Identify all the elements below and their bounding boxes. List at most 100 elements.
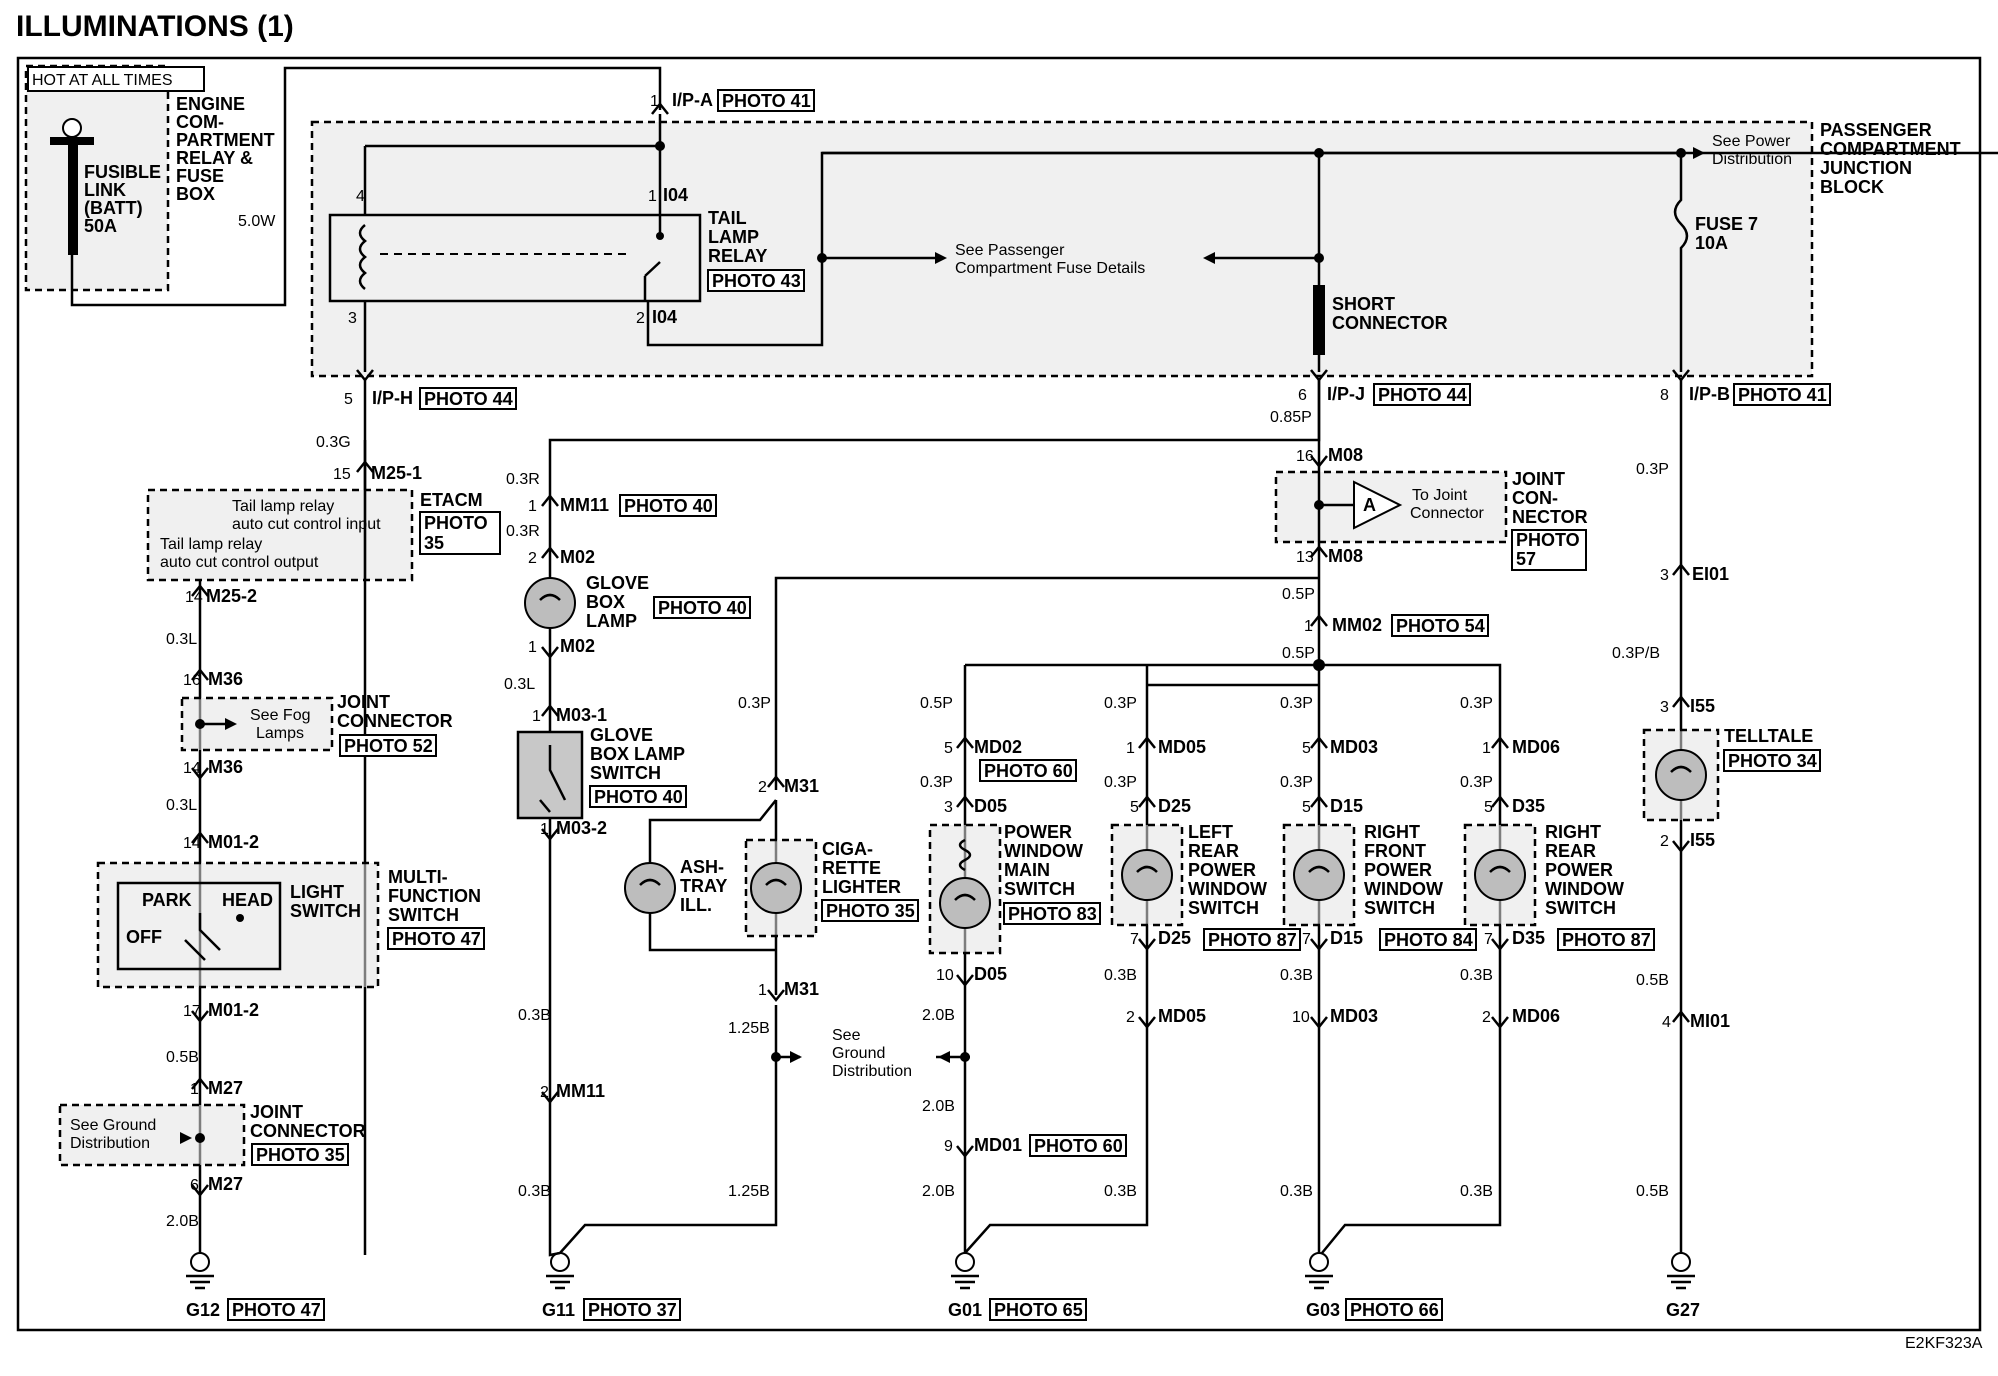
pin-label: 5 bbox=[1130, 799, 1139, 816]
joint-connector-m27 bbox=[58, 1103, 246, 1167]
pw-rr-label: RIGHT bbox=[1545, 822, 1601, 842]
pw-lr-label: POWER bbox=[1188, 860, 1256, 880]
connector-label: M27 bbox=[208, 1078, 243, 1098]
switch-contact bbox=[236, 914, 244, 922]
splice-dot bbox=[195, 1133, 205, 1143]
lighter-branch: 0.3P 2 M31 ASH- TRAY ILL. CIGA- RETTE LI… bbox=[624, 576, 1319, 1200]
ground-photo: PHOTO 47 bbox=[227, 1298, 325, 1321]
connector-label: M31 bbox=[784, 979, 819, 999]
diagram-frame bbox=[16, 56, 1982, 1332]
connector-chevrons bbox=[191, 455, 1690, 1198]
glove-box-lamp-icon[interactable] bbox=[524, 577, 576, 629]
pw-lr-lamp-icon[interactable] bbox=[1121, 849, 1173, 901]
connector-label: MD03 bbox=[1330, 1006, 1378, 1026]
wire-label: 0.5P bbox=[920, 695, 953, 712]
tail-lamp-relay-box[interactable] bbox=[328, 213, 702, 303]
lighter-photo: PHOTO 35 bbox=[821, 899, 919, 922]
fusible-link-body bbox=[68, 145, 78, 255]
lighter-photo-text: PHOTO 35 bbox=[826, 901, 915, 921]
wire-label: 0.3L bbox=[504, 676, 535, 693]
pw-lr-label: LEFT bbox=[1188, 822, 1233, 842]
ground-icon bbox=[951, 1252, 979, 1290]
pw-rr-label: POWER bbox=[1545, 860, 1613, 880]
pw-main-label: SWITCH bbox=[1004, 879, 1075, 899]
relay-connector-bottom: I04 bbox=[652, 307, 677, 327]
pw-rf-lamp-icon[interactable] bbox=[1293, 849, 1345, 901]
pw-rr-lamp-icon[interactable] bbox=[1474, 849, 1526, 901]
glove-switch-label: SWITCH bbox=[590, 763, 661, 783]
mm11-photo: PHOTO 40 bbox=[619, 494, 717, 517]
connector-label: M36 bbox=[208, 757, 243, 777]
relay-pin-4: 4 bbox=[356, 188, 365, 205]
short-connector-icon bbox=[1313, 285, 1325, 355]
pin-label: 2 bbox=[1482, 1009, 1491, 1026]
pw-rf-photo-text: PHOTO 84 bbox=[1384, 930, 1473, 950]
engine-box-line: ENGINE bbox=[176, 94, 245, 114]
resistor-icon bbox=[958, 838, 972, 872]
joint-connector-label: CONNECTOR bbox=[250, 1121, 366, 1141]
connector-label: EI01 bbox=[1692, 564, 1729, 584]
ground-icon bbox=[1305, 1252, 1333, 1290]
wire-label: 0.3B bbox=[518, 1183, 551, 1200]
telltale-label: TELLTALE bbox=[1724, 726, 1813, 746]
ashtray-lamp-icon[interactable] bbox=[624, 862, 676, 914]
jc-photo-text: PHOTO 52 bbox=[344, 736, 433, 756]
fusible-link-line: (BATT) bbox=[84, 198, 143, 218]
glove-box-switch[interactable] bbox=[516, 730, 584, 820]
pw-main-lamp-icon[interactable] bbox=[939, 877, 991, 929]
connector-label: MM11 bbox=[560, 495, 609, 515]
etacm-output: auto cut control output bbox=[160, 554, 319, 571]
pin-label: 5 bbox=[1302, 799, 1311, 816]
connector-label: I55 bbox=[1690, 830, 1715, 850]
arrow-right-icon bbox=[1693, 147, 1705, 159]
glove-switch-label: BOX LAMP bbox=[590, 744, 685, 764]
joint-m08: 0.85P 16 M08 A To Joint Connector JOINT … bbox=[963, 380, 1588, 755]
tail-relay-photo-text: PHOTO 43 bbox=[712, 271, 801, 291]
ground-photo-text: PHOTO 47 bbox=[232, 1300, 321, 1320]
wire-label: 1.25B bbox=[728, 1183, 770, 1200]
wire-5w: 5.0W bbox=[238, 213, 276, 230]
etacm-photo-text: PHOTO bbox=[424, 513, 488, 533]
ipb-photo: PHOTO 41 bbox=[1733, 383, 1831, 406]
ipb-photo-text: PHOTO 41 bbox=[1738, 385, 1827, 405]
ground-photo: PHOTO 37 bbox=[583, 1298, 681, 1321]
glove-switch-label: GLOVE bbox=[590, 725, 653, 745]
pin-label: 3 bbox=[944, 799, 953, 816]
lighter-label: LIGHTER bbox=[822, 877, 901, 897]
connector-label: M25-1 bbox=[371, 463, 422, 483]
jc2-photo-text: PHOTO 35 bbox=[256, 1145, 345, 1165]
pw-main-label: MAIN bbox=[1004, 860, 1050, 880]
pin-label: 3 bbox=[1660, 567, 1669, 584]
ground-label: G01 bbox=[948, 1300, 982, 1320]
light-switch[interactable] bbox=[116, 881, 282, 971]
pw-lr-label: WINDOW bbox=[1188, 879, 1267, 899]
wire-label: 0.3P bbox=[1460, 695, 1493, 712]
joint-connector-label: CONNECTOR bbox=[337, 711, 453, 731]
see-ground: See bbox=[832, 1027, 861, 1044]
ground-photo: PHOTO 65 bbox=[989, 1298, 1087, 1321]
pw-rf-label: FRONT bbox=[1364, 841, 1426, 861]
telltale-lamp-icon[interactable] bbox=[1655, 749, 1707, 801]
to-joint: To Joint bbox=[1412, 487, 1468, 504]
wire-label: 2.0B bbox=[922, 1183, 955, 1200]
wire-label: 0.3P bbox=[1280, 774, 1313, 791]
see-ground: See Ground bbox=[70, 1117, 156, 1134]
lighter-label: RETTE bbox=[822, 858, 881, 878]
joint-connector-label: JOINT bbox=[250, 1102, 303, 1122]
pw-rr-photo: PHOTO 87 bbox=[1557, 928, 1655, 951]
etacm-photo-text: 35 bbox=[424, 533, 444, 553]
pw-lr-label: SWITCH bbox=[1188, 898, 1259, 918]
see-fog: See Fog bbox=[250, 707, 310, 724]
connector-label: D25 bbox=[1158, 928, 1191, 948]
connector-label: MD01 bbox=[974, 1135, 1022, 1155]
connector-label: M02 bbox=[560, 547, 595, 567]
cigarette-lighter-icon[interactable] bbox=[750, 862, 802, 914]
ashtray-label: TRAY bbox=[680, 876, 727, 896]
connector-label: M31 bbox=[784, 776, 819, 796]
wire-label: 0.3P bbox=[1104, 695, 1137, 712]
relay-pin-1: 1 bbox=[648, 188, 657, 205]
short-connector-label: CONNECTOR bbox=[1332, 313, 1448, 333]
ashtray-label: ILL. bbox=[680, 895, 712, 915]
wire-label: 0.3P bbox=[1460, 774, 1493, 791]
